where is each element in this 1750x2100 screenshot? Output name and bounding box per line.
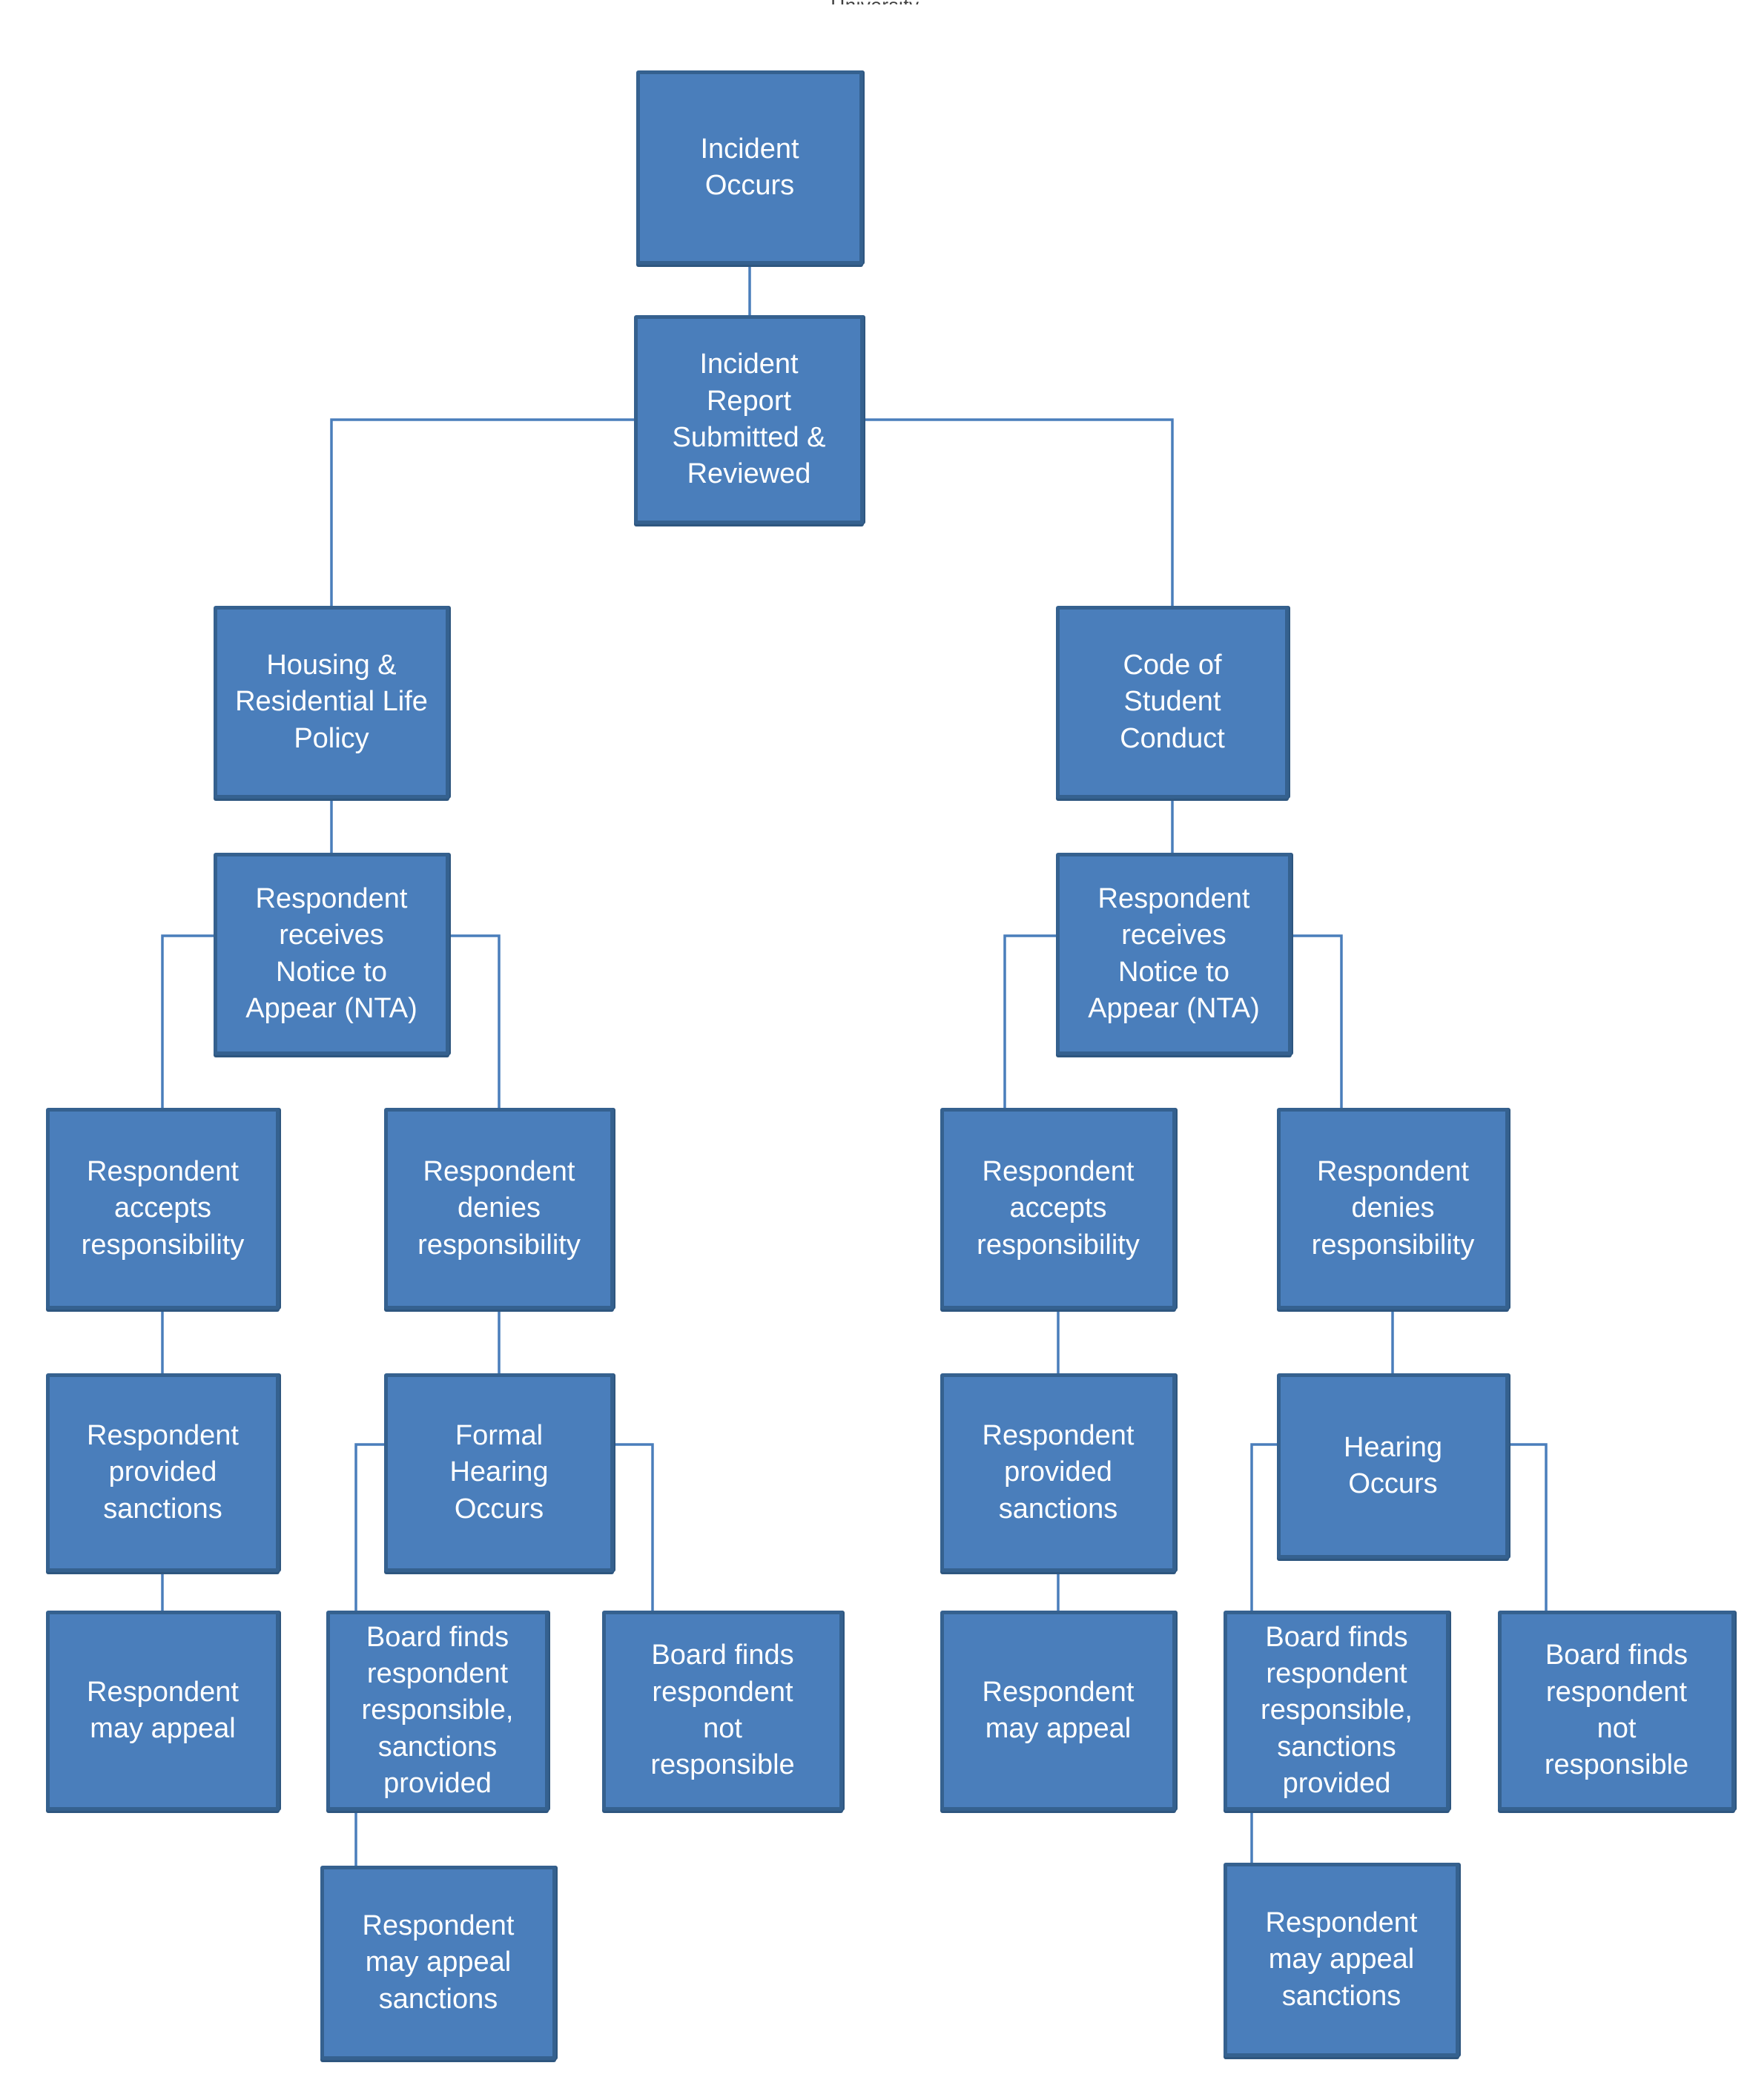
node-label-nta_right: Respondent receives Notice to Appear (NT… bbox=[1088, 882, 1260, 1024]
connector-report-to-code bbox=[862, 418, 1174, 607]
node-code_conduct[interactable]: Code of Student Conduct bbox=[1056, 606, 1289, 799]
node-board_notresp_right[interactable]: Board finds respondent not responsible bbox=[1498, 1611, 1735, 1811]
node-label-accepts_right: Respondent accepts responsibility bbox=[977, 1155, 1140, 1261]
node-sanctions_left[interactable]: Respondent provided sanctions bbox=[46, 1373, 280, 1572]
node-sanctions_right[interactable]: Respondent provided sanctions bbox=[940, 1373, 1176, 1572]
node-appeal_right[interactable]: Respondent may appeal bbox=[940, 1611, 1176, 1811]
node-label-hearing_occurs: Hearing Occurs bbox=[1343, 1431, 1443, 1499]
node-label-incident_report: Incident Report Submitted & Reviewed bbox=[672, 349, 826, 490]
node-incident_occurs[interactable]: Incident Occurs bbox=[636, 70, 863, 265]
node-label-board_notresp_left: Board finds respondent not responsible bbox=[650, 1640, 795, 1781]
connector-hearing-left-to-board-resp bbox=[354, 1443, 386, 1612]
connector-report-to-housing bbox=[330, 418, 635, 607]
node-denies_right[interactable]: Respondent denies responsibility bbox=[1277, 1108, 1509, 1310]
node-label-formal_hearing: Formal Hearing Occurs bbox=[449, 1419, 549, 1525]
node-appeal_sanctions_right[interactable]: Respondent may appeal sanctions bbox=[1224, 1863, 1459, 2057]
node-incident_report[interactable]: Incident Report Submitted & Reviewed bbox=[634, 315, 864, 524]
node-accepts_right[interactable]: Respondent accepts responsibility bbox=[940, 1108, 1176, 1310]
connector-hearing-right-to-board-notresp bbox=[1508, 1443, 1548, 1612]
node-label-denies_left: Respondent denies responsibility bbox=[417, 1155, 581, 1261]
connector-hearing-left-to-board-notresp bbox=[612, 1443, 654, 1612]
node-label-board_resp_right: Board finds respondent responsible, sanc… bbox=[1261, 1621, 1413, 1800]
connector-hearing-right-to-board-resp bbox=[1250, 1443, 1278, 1612]
node-label-sanctions_right: Respondent provided sanctions bbox=[982, 1419, 1135, 1525]
node-nta_left[interactable]: Respondent receives Notice to Appear (NT… bbox=[214, 853, 449, 1055]
node-hearing_occurs[interactable]: Hearing Occurs bbox=[1277, 1373, 1509, 1559]
node-label-appeal_sanctions_left: Respondent may appeal sanctions bbox=[362, 1909, 515, 2015]
node-label-nta_left: Respondent receives Notice to Appear (NT… bbox=[245, 882, 417, 1024]
node-accepts_left[interactable]: Respondent accepts responsibility bbox=[46, 1108, 280, 1310]
node-formal_hearing[interactable]: Formal Hearing Occurs bbox=[384, 1373, 614, 1572]
node-appeal_left[interactable]: Respondent may appeal bbox=[46, 1611, 280, 1811]
node-label-appeal_left: Respondent may appeal bbox=[87, 1676, 239, 1744]
connector-nta-right-to-accepts bbox=[1003, 934, 1057, 1109]
connector-nta-right-to-denies bbox=[1290, 934, 1343, 1109]
node-label-sanctions_left: Respondent provided sanctions bbox=[87, 1419, 239, 1525]
node-board_resp_left[interactable]: Board finds respondent responsible, sanc… bbox=[326, 1611, 549, 1811]
node-label-accepts_left: Respondent accepts responsibility bbox=[81, 1155, 245, 1261]
node-denies_left[interactable]: Respondent denies responsibility bbox=[384, 1108, 614, 1310]
node-label-appeal_right: Respondent may appeal bbox=[982, 1676, 1135, 1744]
connector-nta-left-to-denies bbox=[448, 934, 501, 1109]
node-label-housing_policy: Housing & Residential Life Policy bbox=[235, 649, 428, 754]
page-header: University bbox=[0, 0, 1750, 4]
node-appeal_sanctions_left[interactable]: Respondent may appeal sanctions bbox=[320, 1866, 556, 2060]
node-label-denies_right: Respondent denies responsibility bbox=[1311, 1155, 1475, 1261]
node-board_resp_right[interactable]: Board finds respondent responsible, sanc… bbox=[1224, 1611, 1450, 1811]
node-label-code_conduct: Code of Student Conduct bbox=[1120, 649, 1225, 754]
node-board_notresp_left[interactable]: Board finds respondent not responsible bbox=[602, 1611, 843, 1811]
node-label-board_notresp_right: Board finds respondent not responsible bbox=[1544, 1640, 1689, 1781]
node-nta_right[interactable]: Respondent receives Notice to Appear (NT… bbox=[1056, 853, 1292, 1055]
connector-nta-left-to-accepts bbox=[161, 934, 215, 1109]
node-label-board_resp_left: Board finds respondent responsible, sanc… bbox=[361, 1621, 514, 1800]
node-housing_policy[interactable]: Housing & Residential Life Policy bbox=[214, 606, 449, 799]
node-label-appeal_sanctions_right: Respondent may appeal sanctions bbox=[1265, 1906, 1418, 2012]
node-label-incident_occurs: Incident Occurs bbox=[700, 133, 799, 201]
